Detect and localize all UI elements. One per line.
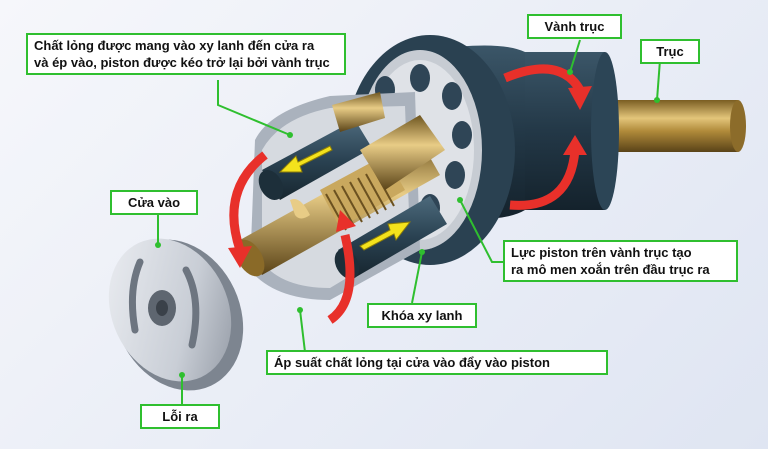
- label-vanh-truc: Vành trục: [527, 14, 622, 39]
- callout-lines: [157, 39, 661, 407]
- label-loi-ra: Lỗi ra: [140, 404, 220, 429]
- center-shaft: [235, 115, 445, 277]
- output-shaft: [600, 100, 746, 152]
- label-truc: Trục: [640, 39, 700, 64]
- shaft-flange: [520, 52, 619, 210]
- label-piston-return-line1: Chất lỏng được mang vào xy lanh đến cửa …: [34, 38, 315, 53]
- label-piston-return-line2: và ép vào, piston được kéo trở lại bởi v…: [34, 55, 330, 70]
- label-khoa-xy-lanh: Khóa xy lanh: [367, 303, 477, 328]
- label-cua-vao: Cửa vào: [110, 190, 198, 215]
- rotation-arrow-heads: [228, 86, 592, 268]
- label-piston-return: Chất lỏng được mang vào xy lanh đến cửa …: [26, 33, 346, 75]
- label-luc-piston-line2: ra mô men xoắn trên đầu trục ra: [511, 262, 710, 277]
- flow-arrows: [278, 145, 412, 251]
- label-ap-suat: Áp suất chất lỏng tại cửa vào đẩy vào pi…: [266, 350, 608, 375]
- label-luc-piston: Lực piston trên vành trục tạo ra mô men …: [503, 240, 738, 282]
- rotation-arrows: [229, 64, 584, 324]
- valve-plate: [108, 238, 244, 391]
- label-luc-piston-line1: Lực piston trên vành trục tạo: [511, 245, 692, 260]
- callout-dots: [155, 69, 660, 378]
